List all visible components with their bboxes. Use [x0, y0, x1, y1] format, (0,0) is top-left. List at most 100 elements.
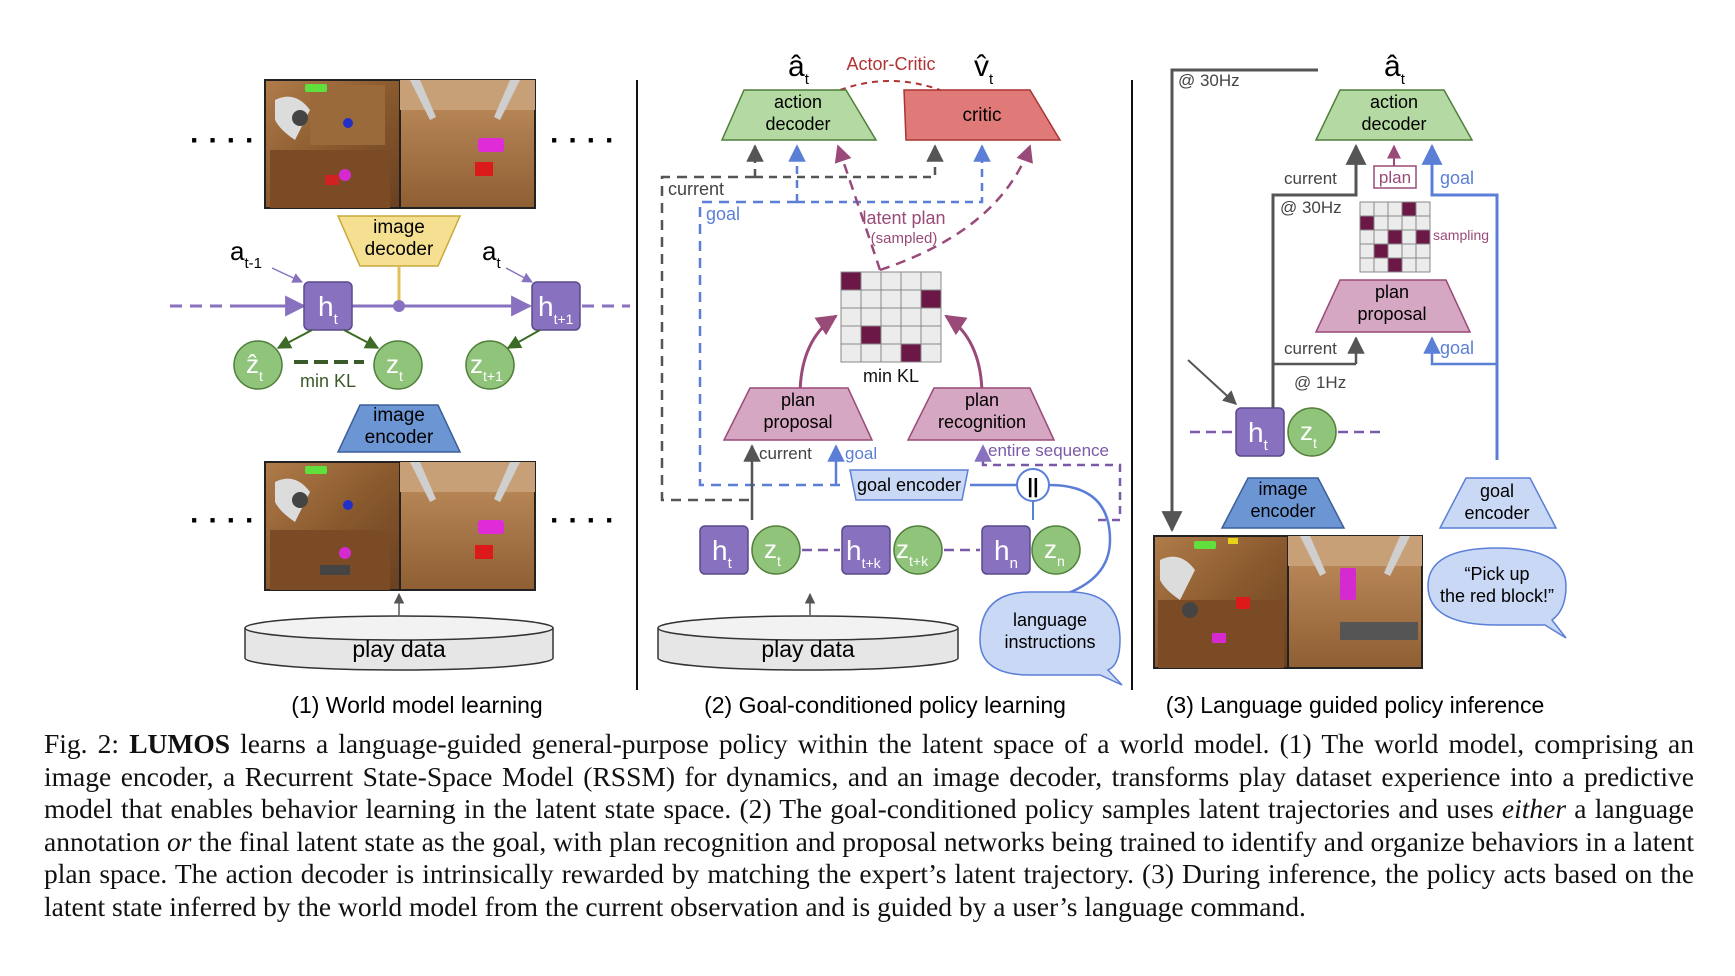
image-encoder-label-2: encoder — [365, 427, 434, 448]
goal-to-decoder-3 — [1421, 143, 1499, 460]
action-prev-label: at-1 — [230, 236, 262, 272]
latent-z-next-label: zt+1 — [470, 349, 503, 384]
state-ztk-circle — [893, 525, 943, 575]
action-decoder-label-3a: action — [1370, 92, 1418, 112]
current-to-decoder-3 — [1271, 143, 1367, 420]
latent-z-next — [465, 340, 515, 390]
plan-to-critic — [879, 144, 1033, 272]
sequence-to-recognition — [974, 444, 1122, 522]
ht-to-z — [343, 329, 380, 349]
current-dash-path — [660, 175, 755, 502]
hidden-state-ht-label: ht — [318, 291, 339, 328]
goal-to-critic — [797, 144, 991, 204]
figure-caption: Fig. 2: LUMOS learns a language-guided g… — [44, 728, 1694, 923]
action-decoder-label-2: decoder — [765, 114, 830, 134]
ht1-to-z — [506, 329, 541, 349]
plan-recognition-label-2: recognition — [938, 412, 1026, 432]
image-decoder-label-2: decoder — [365, 239, 434, 260]
plan-proposal-label-1: plan — [781, 390, 815, 410]
panel3-title: (3) Language guided policy inference — [1166, 692, 1545, 718]
state-zt-label: zt — [764, 534, 781, 569]
play-data-cylinder-1 — [244, 615, 554, 671]
state-zt-label-3: zt — [1300, 416, 1317, 451]
figure-diagram: · · · · · · · · image decoder at-1 at ht… — [170, 50, 1567, 718]
goal-dash-path — [698, 200, 845, 487]
image-encoder-label-3b: encoder — [1250, 501, 1315, 521]
current-label: current — [668, 179, 724, 199]
language-label-1: language — [1013, 610, 1087, 630]
action-prev-arrow — [271, 267, 303, 283]
current-to-critic — [755, 144, 944, 179]
play-data-label-1: play data — [352, 636, 446, 662]
ellipsis-left-top: · · · · — [190, 124, 255, 157]
panel1-title: (1) World model learning — [291, 692, 542, 718]
action-loop-path — [1161, 68, 1318, 533]
plan-recognition-block — [906, 387, 1056, 441]
command-line-2: the red block!” — [1440, 586, 1554, 606]
goal-label: goal — [706, 204, 740, 224]
goal-encoder-block-3 — [1438, 477, 1558, 529]
goal-to-proposal-3 — [1423, 336, 1497, 366]
observation-image-bottom — [264, 461, 536, 591]
action-decoder-label-3b: decoder — [1361, 114, 1426, 134]
hidden-state-ht1-label: ht+1 — [538, 291, 574, 327]
plan-proposal-label-2: proposal — [763, 412, 832, 432]
command-line-1: “Pick up — [1464, 564, 1529, 584]
action-decoder-block — [720, 89, 878, 141]
plan-tag-label: plan — [1379, 168, 1411, 187]
language-to-concat — [1048, 483, 1112, 598]
goal-encoder-label-3a: goal — [1480, 481, 1514, 501]
action-decoder-label-1: action — [774, 92, 822, 112]
latent-zhat-label: ẑt — [246, 349, 263, 384]
image-encoder-block — [336, 404, 462, 453]
goal-encoder-label: goal encoder — [857, 475, 961, 495]
play-data-label-2: play data — [761, 636, 855, 662]
critic-block — [903, 89, 1062, 141]
language-bubble — [979, 591, 1123, 686]
state-hn-block — [981, 525, 1031, 575]
proposal-to-grid — [798, 314, 838, 397]
hz30-top-label: @ 30Hz — [1178, 71, 1240, 90]
state-hn-label: hn — [994, 535, 1018, 572]
caption-text-2: a language annotation — [44, 793, 1694, 857]
sampled-label: (sampled) — [871, 230, 938, 247]
plan-proposal-label-3b: proposal — [1357, 304, 1426, 324]
image-encoder-block-3 — [1220, 477, 1346, 529]
state-zn-circle — [1031, 525, 1081, 575]
actor-critic-link — [839, 80, 941, 91]
action-label: at — [482, 236, 501, 272]
plan-proposal-label-3a: plan — [1375, 282, 1409, 302]
latent-z — [373, 340, 423, 390]
sampled-plan-grid — [1359, 201, 1431, 273]
caption-text-1: learns a language-guided general-purpose… — [44, 728, 1695, 824]
latent-zhat — [233, 340, 283, 390]
current-label-3b: current — [1284, 339, 1337, 358]
plan-proposal-block-3 — [1314, 279, 1472, 333]
ellipsis-right-top: · · · · — [550, 124, 615, 157]
panel-policy-learning: ât v̂t Actor-Critic action decoder criti… — [657, 50, 1123, 718]
hidden-state-ht — [303, 281, 353, 331]
goal-encoder-block — [849, 469, 969, 501]
actor-critic-label: Actor-Critic — [847, 54, 936, 74]
ht-to-zhat — [276, 329, 313, 349]
latent-z-label: zt — [386, 349, 403, 384]
state-ht-block — [699, 525, 749, 575]
panel2-title: (2) Goal-conditioned policy learning — [704, 692, 1066, 718]
goal-encoder-label-3b: encoder — [1464, 503, 1529, 523]
command-bubble — [1427, 547, 1567, 639]
hz30-label: @ 30Hz — [1280, 198, 1342, 217]
image-encoder-label-3a: image — [1258, 479, 1307, 499]
panel-inference: @ 30Hz ât action decoder current @ 30Hz … — [1153, 50, 1567, 718]
action-decoder-block-3 — [1314, 89, 1474, 141]
state-ht-block-3 — [1235, 407, 1285, 457]
goal-label-3: goal — [1440, 168, 1474, 188]
caption-name: LUMOS — [129, 728, 231, 759]
recognition-to-grid — [944, 314, 984, 397]
a-hat-label: ât — [788, 50, 810, 88]
state-zt-circle-3 — [1287, 407, 1337, 457]
caption-or: or — [167, 825, 192, 857]
state-zt-circle — [751, 525, 801, 575]
concat-symbol: || — [1027, 476, 1038, 498]
state-ztk-label: zt+k — [896, 534, 929, 569]
ellipsis-right-bottom: · · · · — [550, 504, 615, 537]
